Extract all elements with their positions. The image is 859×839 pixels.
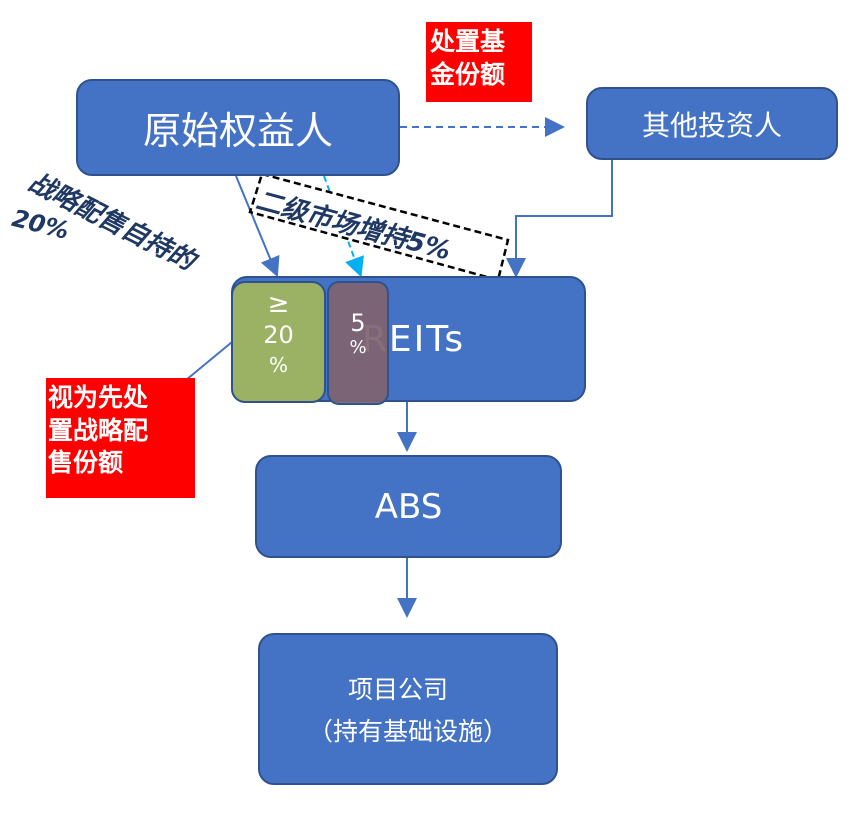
node-other-investors-label: 其他投资人 bbox=[641, 108, 782, 142]
node-originator-label: 原始权益人 bbox=[142, 109, 333, 153]
arrow-secondary bbox=[323, 175, 364, 278]
node-other-investors[interactable]: 其他投资人 bbox=[586, 87, 838, 160]
node-abs-label: ABS bbox=[374, 486, 443, 527]
node-originator[interactable]: 原始权益人 bbox=[76, 79, 400, 176]
deemed-disposal-label: 视为先处 置战略配 售份额 bbox=[46, 378, 195, 498]
share-secondary: 5 % bbox=[327, 281, 389, 405]
arrow-strategic bbox=[235, 175, 280, 278]
secondary-label-frame bbox=[248, 172, 510, 282]
arrow-other-investors bbox=[506, 160, 613, 278]
share-strategic: ≥ 20 % bbox=[231, 281, 326, 403]
node-project-company-label: 项目公司 bbox=[347, 675, 448, 704]
node-project-company[interactable]: 项目公司 （持有基础设施） bbox=[258, 633, 558, 785]
dispose-fund-label: 处置基 金份额 bbox=[426, 22, 532, 102]
node-abs[interactable]: ABS bbox=[255, 455, 562, 558]
callout-line bbox=[185, 341, 233, 381]
node-project-company-sublabel: （持有基础设施） bbox=[307, 717, 508, 746]
